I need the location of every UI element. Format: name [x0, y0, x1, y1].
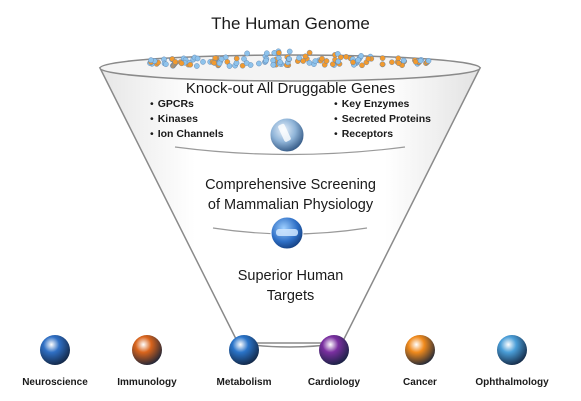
stage-divider-1: [174, 146, 406, 156]
gene-bead: [277, 59, 284, 66]
gene-bead: [239, 62, 246, 69]
gene-bead: [216, 60, 223, 67]
gene-bead: [412, 59, 419, 65]
stage2-text: Comprehensive Screening of Mammalian Phy…: [0, 175, 581, 215]
stage3-text: Superior Human Targets: [0, 266, 581, 306]
gene-bead: [425, 58, 432, 64]
list-item: Secreted Proteins: [334, 112, 431, 127]
gene-bead: [256, 60, 262, 67]
list-item: Kinases: [150, 112, 224, 127]
gene-bead: [335, 58, 342, 65]
gene-bead: [417, 57, 424, 64]
gene-bead: [263, 57, 269, 64]
gene-bead: [194, 55, 201, 62]
gene-bead: [148, 57, 154, 63]
gene-bead: [306, 60, 313, 66]
stage2-line2: of Mammalian Physiology: [207, 197, 374, 213]
gene-bead: [233, 55, 240, 62]
gene-bead: [193, 63, 200, 69]
stage2-line1: Comprehensive Screening: [205, 177, 376, 193]
gene-bead: [306, 49, 313, 56]
gene-bead: [226, 63, 233, 69]
gene-bead: [187, 61, 194, 68]
cancer-sphere-icon: [405, 335, 435, 365]
gene-bead: [286, 48, 293, 55]
screening-icon: [270, 216, 304, 250]
neuroscience-sphere-icon: [40, 335, 70, 365]
area-label-metabolism: Metabolism: [216, 377, 272, 388]
diagram-title: The Human Genome: [211, 14, 370, 33]
gene-bead: [395, 55, 402, 62]
lab-icon: [269, 117, 305, 153]
stage1-left-list: GPCRs Kinases Ion Channels: [150, 97, 224, 142]
gene-bead: [276, 50, 282, 56]
gene-bead: [319, 55, 325, 62]
gene-bead: [395, 60, 402, 67]
gene-bead: [379, 55, 386, 61]
gene-bead: [263, 50, 270, 57]
gene-bead: [270, 62, 277, 68]
area-label-neuroscience: Neuroscience: [22, 377, 88, 388]
stage1-right-list: Key Enzymes Secreted Proteins Receptors: [334, 97, 431, 142]
gene-bead: [312, 58, 319, 64]
gene-bead: [243, 60, 250, 66]
gene-bead: [359, 62, 365, 69]
gene-bead: [343, 54, 350, 60]
gene-bead: [329, 61, 336, 67]
area-label-cardiology: Cardiology: [307, 377, 361, 388]
stage3-line2: Targets: [266, 288, 315, 304]
gene-bead: [163, 61, 169, 67]
gene-bead: [302, 53, 309, 60]
area-label-ophthalmology: Ophthalmology: [475, 377, 549, 388]
gene-bead: [244, 50, 250, 57]
gene-bead: [389, 59, 395, 66]
ophthalmology-sphere-icon: [497, 335, 527, 365]
gene-bead: [241, 56, 247, 62]
gene-bead: [300, 58, 307, 64]
area-label-cancer: Cancer: [403, 377, 437, 388]
area-label-immunology: Immunology: [117, 377, 177, 388]
list-item: Receptors: [334, 127, 431, 142]
gene-bead: [286, 56, 292, 62]
gene-bead: [379, 61, 386, 68]
gene-bead: [200, 59, 206, 65]
gene-bead: [211, 60, 217, 66]
stage3-line1: Superior Human: [237, 268, 344, 284]
cardiology-sphere-icon: [319, 335, 349, 365]
gene-bead: [355, 57, 361, 63]
gene-bead: [365, 56, 372, 62]
stage1-heading: Knock-out All Druggable Genes: [185, 80, 396, 97]
list-item: Ion Channels: [150, 127, 224, 142]
gene-bead: [296, 55, 302, 61]
gene-bead: [178, 60, 185, 67]
list-item: GPCRs: [150, 97, 224, 112]
metabolism-sphere-icon: [229, 335, 259, 365]
gene-bead: [358, 53, 364, 59]
gene-beads: [147, 48, 432, 69]
gene-bead: [172, 59, 179, 65]
gene-bead: [323, 58, 330, 64]
therapeutic-spheres: [40, 335, 527, 365]
gene-bead: [337, 54, 344, 61]
gene-bead: [350, 59, 356, 66]
list-item: Key Enzymes: [334, 97, 431, 112]
immunology-sphere-icon: [132, 335, 162, 365]
gene-bead: [400, 57, 407, 64]
